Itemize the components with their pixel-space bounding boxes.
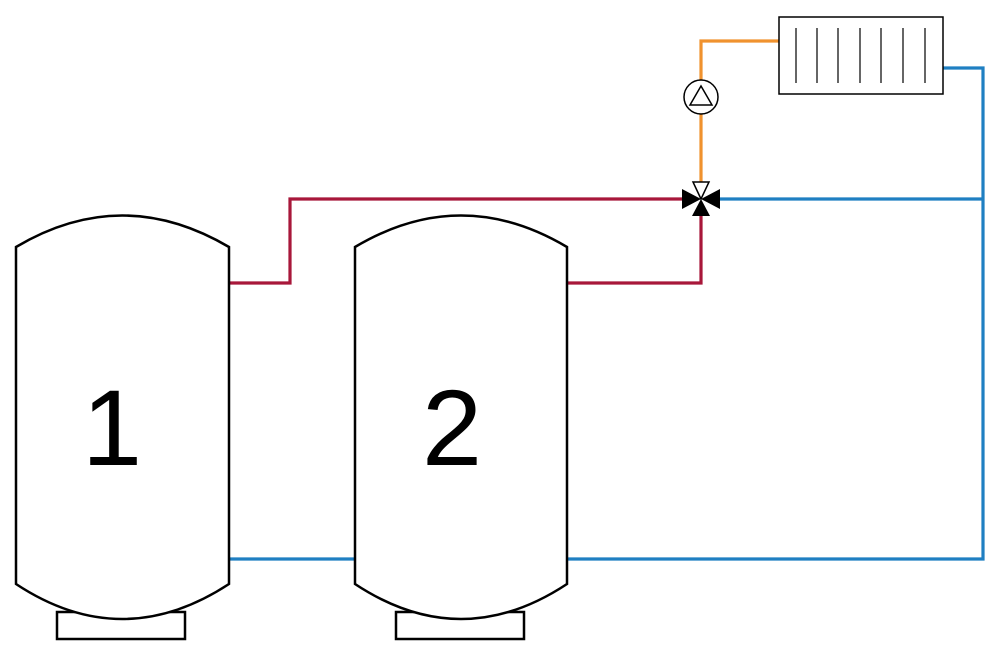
tank-1-body (14, 214, 231, 621)
tank-2-body (353, 214, 569, 621)
radiator-return-pipe (567, 66, 985, 561)
valve-return-port-right (701, 189, 720, 209)
tank-2-label: 2 (422, 367, 482, 488)
pump-icon (683, 79, 719, 115)
radiator-body (778, 16, 944, 95)
tank1-hot-supply-pipe (229, 197, 682, 285)
radiator-fins (795, 28, 926, 83)
pump-arrow (688, 84, 714, 106)
tank-1-label: 1 (82, 367, 142, 488)
tank2-hot-supply-pipe (567, 215, 703, 285)
tank-2: 2 (353, 214, 569, 641)
pump-to-radiator-pipe (699, 39, 779, 80)
valve-inlet-port-bottom (692, 199, 710, 216)
valve-inlet-port-left (682, 189, 701, 209)
valve-outlet-port (691, 181, 711, 201)
tank-1: 1 (14, 214, 231, 641)
three-way-valve-icon (682, 181, 720, 216)
radiator-icon (778, 16, 944, 95)
